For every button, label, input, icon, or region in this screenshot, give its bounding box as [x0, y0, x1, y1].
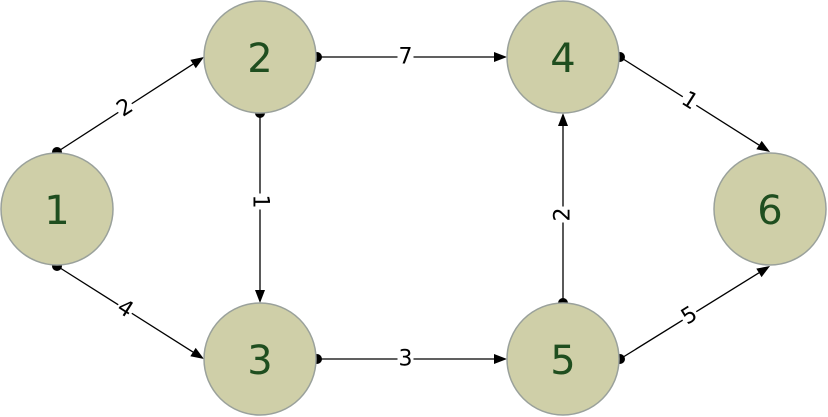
node-label: 1 [44, 188, 69, 234]
edge-weight-background [111, 93, 139, 123]
edge-weight-group: 2 [551, 206, 576, 223]
edge-weight-group: 1 [248, 193, 273, 210]
node-label: 5 [550, 338, 575, 384]
node-circle [713, 152, 827, 266]
node-circle [0, 152, 114, 266]
arrowhead-icon [190, 347, 204, 359]
edge-weight-background [676, 86, 703, 116]
arrowhead-icon [756, 266, 770, 278]
node-label: 2 [247, 36, 272, 82]
edge-1-3: 4 [52, 261, 204, 359]
edge-weight-label: 3 [399, 347, 413, 372]
node-1: 1 [0, 152, 114, 266]
edge-weight-group: 2 [111, 93, 139, 123]
node-3: 3 [203, 302, 317, 416]
node-label: 3 [247, 338, 272, 384]
edge-3-5: 3 [312, 347, 507, 372]
node-circle [506, 0, 620, 114]
edge-weight-background [551, 206, 575, 223]
edge-5-6: 5 [615, 266, 770, 364]
edge-2-3: 1 [248, 108, 273, 303]
arrowhead-icon [558, 113, 568, 126]
edge-weight-label: 1 [248, 195, 273, 209]
node-circle [203, 302, 317, 416]
arrowhead-icon [255, 290, 265, 303]
arrowhead-icon [756, 140, 770, 152]
node-label: 4 [550, 36, 575, 82]
arrowhead-icon [190, 57, 204, 69]
edge-weight-background [397, 347, 414, 371]
edge-weight-group: 4 [111, 294, 139, 324]
edge-weight-label: 7 [399, 45, 413, 70]
node-4: 4 [506, 0, 620, 114]
edge-1-2: 2 [52, 57, 204, 157]
edge-weight-group: 1 [676, 86, 703, 116]
edges-layer: 2 4 7 1 3 2 1 5 [52, 45, 770, 372]
edge-weight-background [676, 301, 703, 331]
edge-weight-background [111, 294, 139, 324]
node-6: 6 [713, 152, 827, 266]
edge-weight-background [397, 45, 414, 69]
edge-5-4: 2 [551, 113, 576, 308]
edge-weight-group: 7 [397, 45, 414, 70]
edge-weight-group: 3 [397, 347, 414, 372]
arrowhead-icon [494, 354, 507, 364]
edge-weight-background [248, 193, 272, 210]
edge-4-6: 1 [615, 52, 770, 152]
edge-weight-label: 2 [551, 208, 576, 222]
edge-weight-group: 5 [676, 301, 703, 331]
node-5: 5 [506, 302, 620, 416]
edge-2-4: 7 [312, 45, 507, 70]
arrowhead-icon [494, 52, 507, 62]
node-circle [203, 0, 317, 114]
node-circle [506, 302, 620, 416]
node-label: 6 [757, 188, 782, 234]
node-2: 2 [203, 0, 317, 114]
